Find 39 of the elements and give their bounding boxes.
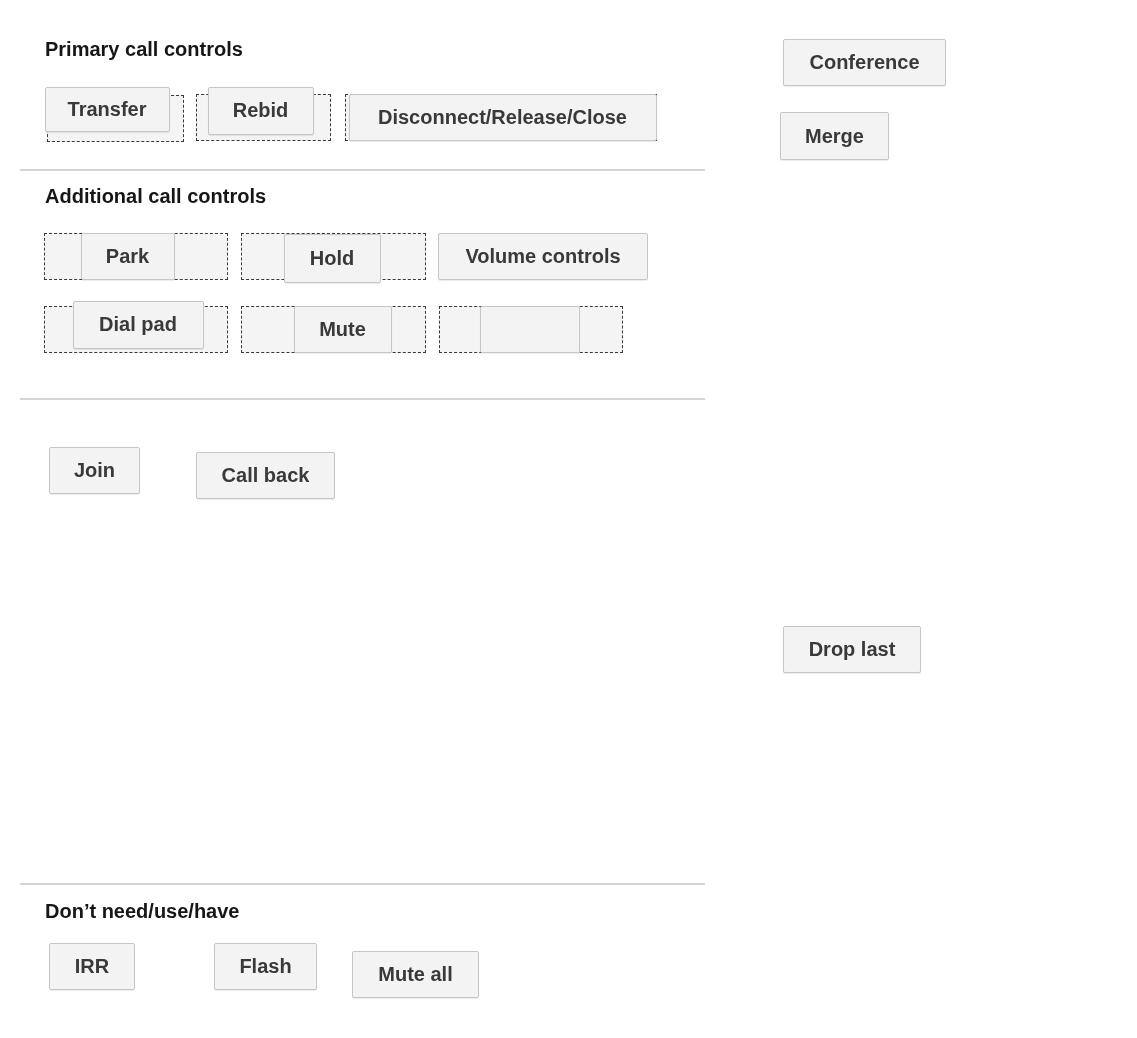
control-card (207, 86, 314, 135)
card-label: Volume controls (465, 245, 621, 268)
card-label: Conference (809, 51, 920, 74)
section-heading: Primary call controls (45, 38, 243, 61)
card-label: Merge (805, 124, 864, 148)
card-label: Mute all (378, 963, 453, 986)
dashed-group-frame (44, 233, 228, 280)
card-label: Park (105, 244, 150, 268)
control-card (214, 943, 317, 990)
card-label: IRR (74, 955, 110, 978)
section-heading: Don’t need/use/have (45, 900, 240, 923)
control-card (72, 300, 204, 349)
control-card (283, 233, 381, 283)
card-label: Dial pad (99, 313, 177, 336)
control-card (783, 39, 946, 86)
card-label: Rebid (232, 99, 289, 122)
card-label: Hold (309, 246, 355, 270)
card-label: Join (73, 459, 116, 482)
control-card (780, 112, 889, 160)
card-label: Call back (221, 464, 310, 487)
card-label: Flash (239, 955, 292, 978)
dashed-group-frame (241, 306, 426, 353)
card-label: Disconnect/Release/Close (378, 105, 627, 129)
control-card (49, 943, 135, 990)
card-label: Drop last (808, 638, 896, 661)
dashed-group-frame (439, 306, 623, 353)
control-card (783, 626, 921, 673)
dashed-group-frame (241, 233, 426, 280)
blank-card (479, 305, 580, 353)
control-card (80, 232, 175, 280)
control-card (293, 305, 392, 353)
control-card (196, 452, 335, 499)
control-card (352, 951, 479, 998)
card-label: Mute (319, 317, 366, 341)
control-card (44, 86, 170, 132)
section-heading: Additional call controls (45, 185, 267, 208)
control-card (438, 233, 648, 280)
control-card (49, 447, 140, 494)
card-label: Transfer (67, 97, 147, 121)
